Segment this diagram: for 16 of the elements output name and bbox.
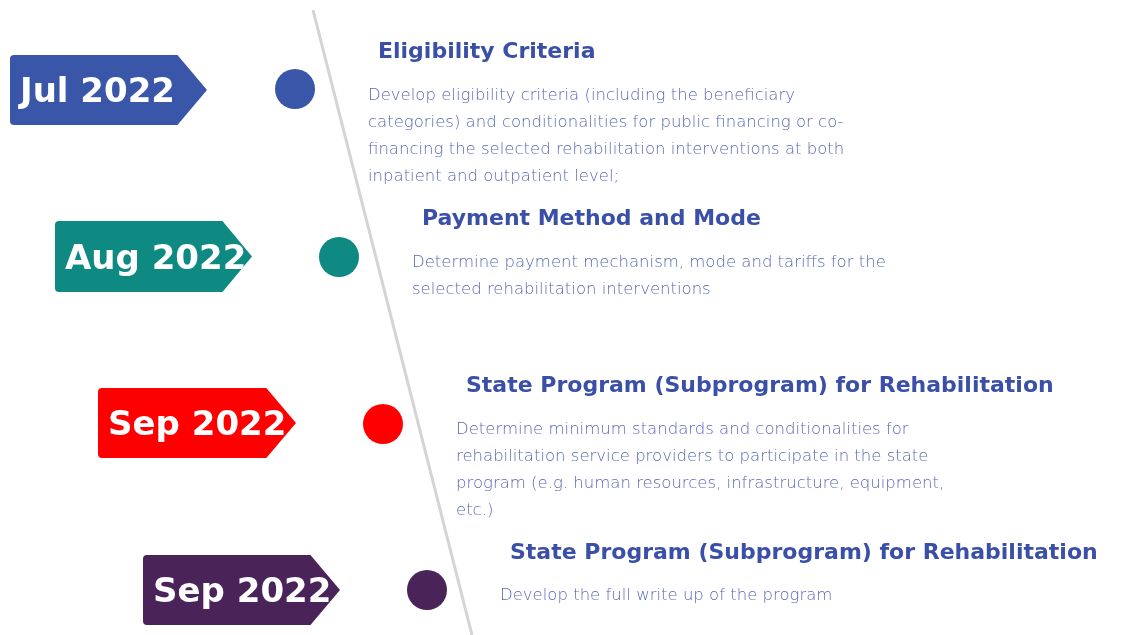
milestone-heading: State Program (Subprogram) for Rehabilitation [510, 539, 1098, 564]
milestone-heading: Eligibility Criteria [378, 38, 596, 63]
milestone-heading: State Program (Subprogram) for Rehabilitation [466, 372, 1054, 397]
date-tag: Sep 2022 [143, 555, 340, 625]
milestone-description: Develop the full write up of the program [500, 584, 834, 606]
timeline-dot [275, 69, 315, 109]
timeline-dot [407, 570, 447, 610]
timeline-dot [363, 404, 403, 444]
milestone-heading: Payment Method and Mode [422, 205, 761, 230]
date-tag: Aug 2022 [55, 221, 252, 292]
milestone-description: Develop eligibility criteria (including the beneficiary categories) and conditionalities for public financing or co-financing the selected rehabilitation interventions at both inpatient and outpatient level; [368, 84, 846, 187]
milestone-description: Determine payment mechanism, mode and tariffs for the selected rehabilitation interventions [412, 251, 887, 300]
date-tag: Sep 2022 [98, 388, 296, 458]
milestone-description: Determine minimum standards and conditionalities for rehabilitation service providers to participate in the state program (e.g. human resources, infrastructure, equipment, etc.) [456, 418, 946, 521]
date-tag: Jul 2022 [10, 55, 207, 125]
timeline-dot [319, 237, 359, 277]
